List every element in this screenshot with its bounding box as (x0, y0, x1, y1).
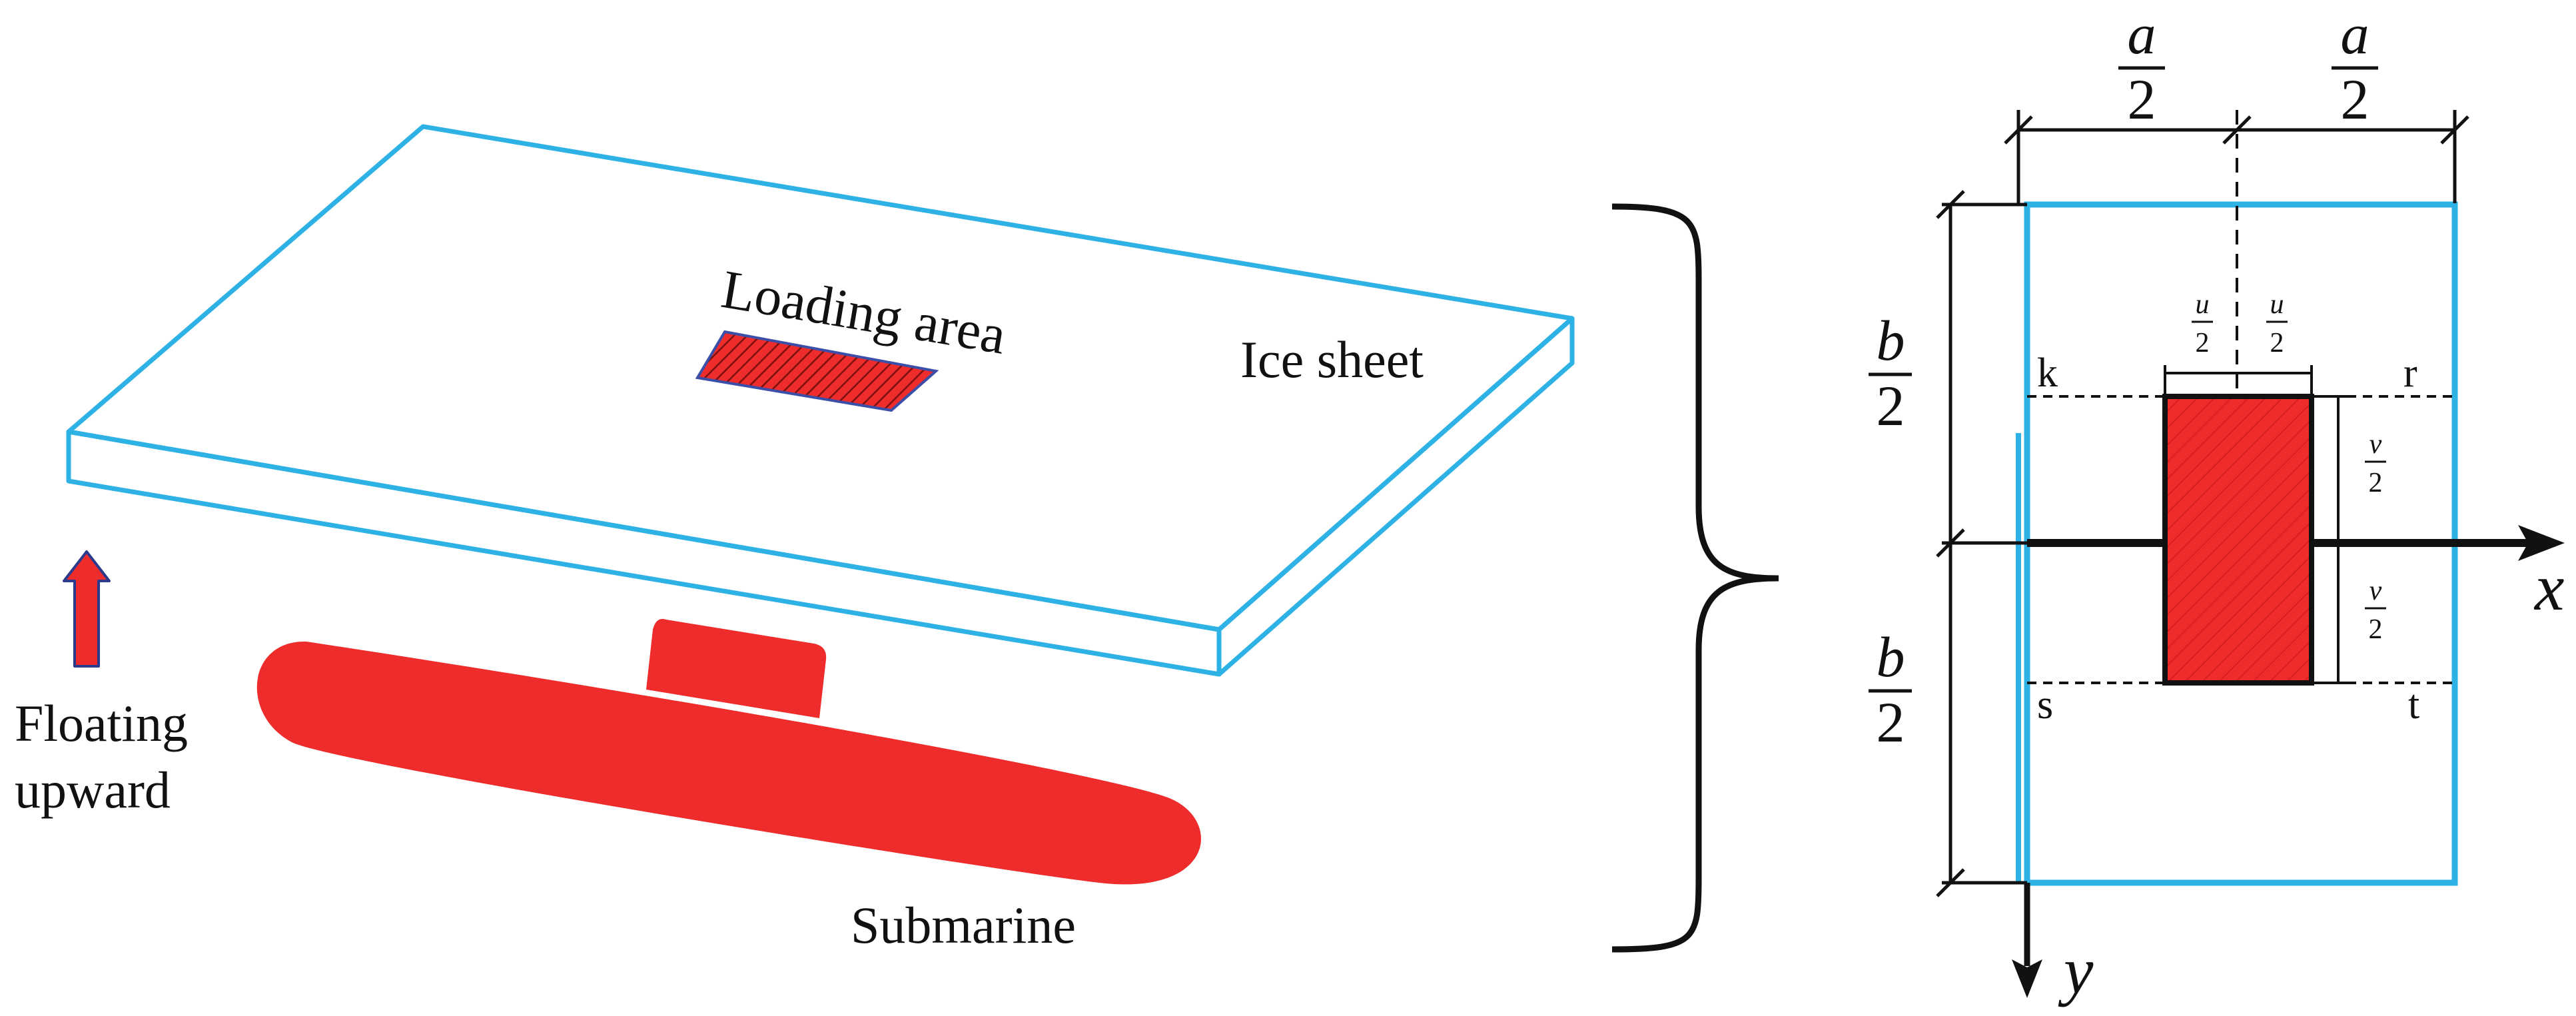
load-rectangle (2162, 394, 2314, 686)
loading-area-patch (695, 330, 939, 412)
fraction-a-half-left: a 2 (2118, 2, 2165, 131)
x-axis (2027, 525, 2565, 561)
fraction-b-half-bottom: b 2 (1869, 625, 1912, 754)
x-axis-label: x (2533, 550, 2564, 624)
fraction-denominator: 2 (2369, 614, 2383, 645)
corner-label-r: r (2403, 350, 2417, 396)
fraction-b-half-top: b 2 (1869, 308, 1912, 438)
corner-label-t: t (2408, 682, 2419, 728)
fraction-denominator: 2 (2270, 328, 2284, 358)
submarine-label: Submarine (851, 896, 1076, 954)
ice-sheet-front-face (66, 429, 1222, 677)
upward-arrow-icon (63, 550, 111, 668)
v-dimension (2312, 395, 2348, 684)
y-axis-label: y (2058, 933, 2094, 1007)
fraction-numerator: v (2369, 429, 2382, 460)
corner-label-s: s (2037, 682, 2053, 728)
ice-sheet-side-face (1216, 316, 1575, 677)
ice-sheet (66, 124, 1575, 677)
fraction-v-half-bottom: v 2 (2365, 576, 2386, 645)
fraction-numerator: b (1877, 625, 1905, 689)
fraction-u-half-left: u 2 (2192, 289, 2213, 358)
right-curly-brace (1611, 203, 1779, 953)
top-dimension (2004, 110, 2469, 203)
left-dimension (1936, 190, 2027, 897)
y-axis (2012, 883, 2042, 998)
fraction-denominator: 2 (2128, 67, 2156, 131)
fraction-numerator: b (1877, 308, 1905, 372)
fraction-denominator: 2 (2369, 468, 2383, 498)
floating-label-line1: Floating (15, 694, 188, 752)
submarine-hull (256, 641, 1201, 885)
y-axis-arrow-icon (2012, 959, 2042, 998)
submarine (256, 619, 1201, 885)
plan-view: a 2 a 2 b 2 b 2 u 2 u 2 (1869, 2, 2565, 1007)
fraction-denominator: 2 (2196, 328, 2210, 358)
fraction-numerator: u (2196, 289, 2210, 320)
fraction-numerator: v (2369, 576, 2382, 606)
fraction-u-half-right: u 2 (2266, 289, 2288, 358)
fraction-numerator: a (2128, 2, 2156, 66)
submarine-sail (646, 619, 827, 718)
u-dimension (2164, 365, 2313, 396)
fraction-v-half-top: v 2 (2365, 429, 2386, 498)
fraction-denominator: 2 (2341, 67, 2369, 131)
floating-label-line2: upward (15, 761, 171, 819)
fraction-a-half-right: a 2 (2332, 2, 2378, 131)
fraction-numerator: u (2270, 289, 2284, 320)
fraction-denominator: 2 (1877, 374, 1905, 438)
fraction-numerator: a (2341, 2, 2369, 66)
fraction-denominator: 2 (1877, 690, 1905, 754)
corner-label-k: k (2037, 350, 2058, 396)
ice-sheet-label: Ice sheet (1240, 330, 1424, 388)
x-axis-arrow-icon (2518, 525, 2565, 561)
